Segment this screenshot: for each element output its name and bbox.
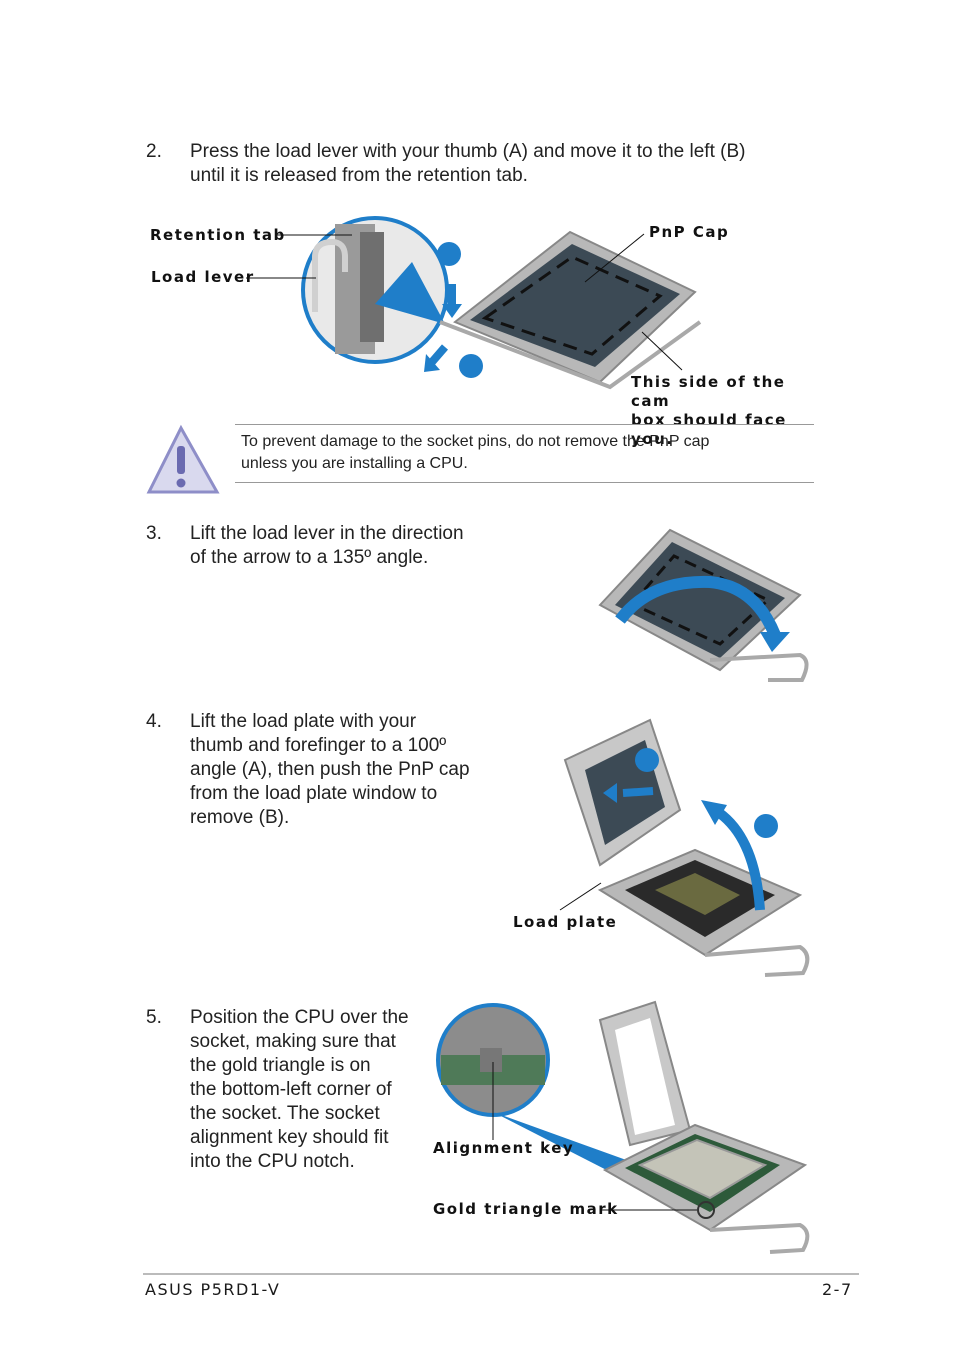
caution-divider-bottom bbox=[235, 482, 814, 483]
figure-load-lever-release: Retention tab Load lever PnP Cap This si… bbox=[140, 212, 830, 448]
step-3: 3. Lift the load lever in the direction … bbox=[146, 522, 546, 572]
marker-b bbox=[459, 354, 483, 378]
step-text: Lift the load lever in the direction of … bbox=[190, 523, 464, 568]
footer-page-number: 2-7 bbox=[822, 1280, 853, 1299]
gold-triangle-marker bbox=[697, 1201, 715, 1219]
socket-illustration-4 bbox=[436, 1000, 810, 1254]
marker-a bbox=[635, 748, 659, 772]
label-retention-tab: Retention tab bbox=[150, 226, 286, 244]
label-alignment-key: Alignment key bbox=[433, 1139, 575, 1157]
label-load-lever: Load lever bbox=[151, 268, 255, 286]
caution-divider-top bbox=[235, 424, 814, 425]
figure-position-cpu: Alignment key Gold triangle mark bbox=[425, 1000, 815, 1260]
label-gold-triangle: Gold triangle mark bbox=[433, 1200, 619, 1218]
step-text: Position the CPU over the socket, making… bbox=[190, 1007, 409, 1172]
footer-product: ASUS P5RD1-V bbox=[145, 1280, 281, 1299]
step-number: 4. bbox=[146, 711, 162, 732]
footer-rule bbox=[143, 1273, 859, 1275]
step-number: 3. bbox=[146, 523, 162, 544]
socket-illustration-1 bbox=[246, 216, 702, 390]
figure-lift-lever bbox=[590, 520, 815, 690]
marker-b bbox=[754, 814, 778, 838]
warning-icon bbox=[146, 424, 220, 494]
socket-illustration-2 bbox=[598, 528, 809, 682]
label-load-plate: Load plate bbox=[513, 913, 618, 931]
marker-a bbox=[437, 242, 461, 266]
step-text: Press the load lever with your thumb (A)… bbox=[190, 141, 746, 186]
step-text: Lift the load plate with your thumb and … bbox=[190, 711, 470, 828]
caution-text: To prevent damage to the socket pins, do… bbox=[241, 433, 710, 472]
step-number: 5. bbox=[146, 1007, 162, 1028]
step-number: 2. bbox=[146, 141, 162, 162]
step-4: 4. Lift the load plate with your thumb a… bbox=[146, 710, 526, 835]
step-5: 5. Position the CPU over the socket, mak… bbox=[146, 1006, 436, 1181]
socket-illustration-3 bbox=[559, 718, 810, 977]
caution-note: To prevent damage to the socket pins, do… bbox=[145, 422, 815, 498]
step-2: 2. Press the load lever with your thumb … bbox=[146, 140, 846, 190]
label-pnp-cap: PnP Cap bbox=[649, 223, 730, 241]
figure-lift-load-plate: Load plate bbox=[505, 715, 815, 985]
